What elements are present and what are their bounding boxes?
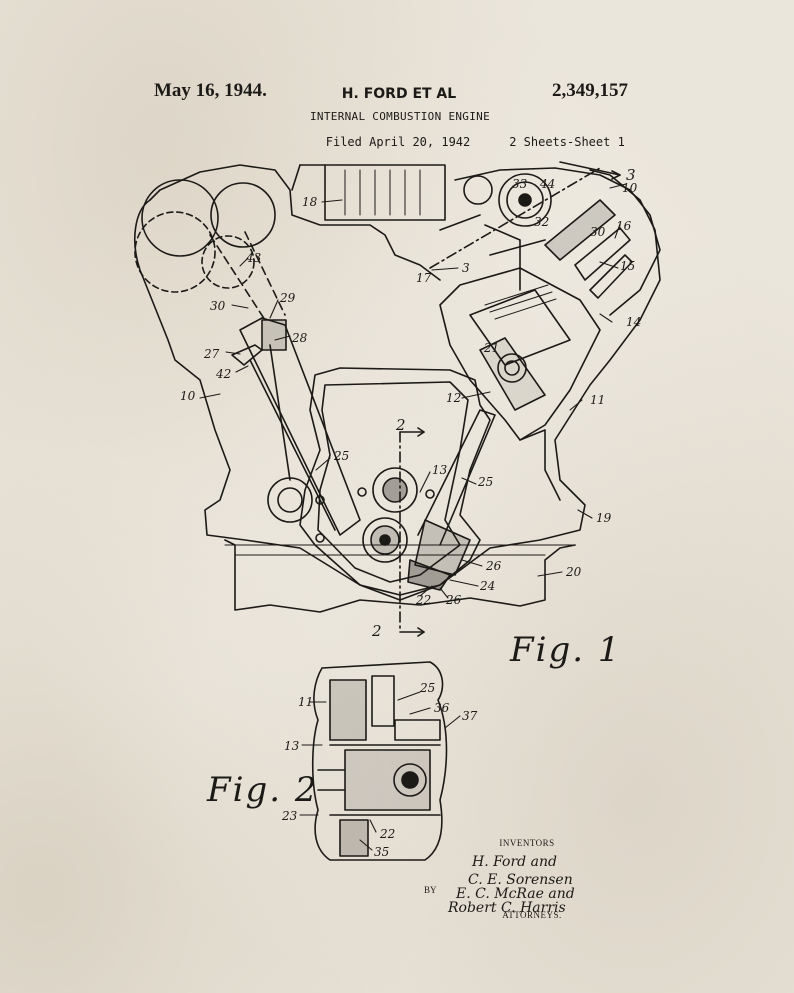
by-label: BY (424, 885, 437, 895)
ref-numeral: 28 (291, 331, 308, 345)
central-gear (267, 467, 435, 563)
fig1-numerals: 18 17 3 33 44 10 32 16 30 3 15 14 43 30 … (180, 166, 641, 640)
ref-numeral: 22 (415, 593, 431, 607)
ref-numeral: 16 (616, 219, 632, 233)
ref-numeral: 30 (210, 299, 226, 313)
patent-date: May 16, 1944. (154, 80, 267, 101)
ref-numeral: 36 (434, 701, 450, 715)
ref-numeral: 10 (180, 389, 196, 403)
ref-numeral: 32 (534, 215, 549, 229)
fig2-detail (299, 661, 461, 861)
ref-numeral: 18 (302, 195, 318, 209)
ref-numeral: 11 (298, 695, 313, 709)
ref-numeral: 37 (462, 709, 478, 723)
filed-date: Filed April 20, 1942 (325, 135, 471, 149)
ref-numeral: 43 (245, 251, 262, 265)
attorney-signature-2: Robert C. Harris (447, 900, 566, 916)
ref-numeral: 2 (395, 416, 406, 434)
ref-numeral: 24 (479, 579, 495, 593)
leader-lines (199, 183, 627, 599)
section-line-2 (399, 427, 425, 637)
ref-numeral: 19 (596, 511, 612, 525)
left-cylinder-head (134, 179, 286, 321)
ref-numeral: 2 (371, 622, 382, 640)
ref-numeral: 3 (626, 166, 636, 184)
ref-numeral: 25 (333, 449, 349, 463)
attorney-signature-1: E. C. McRae and (455, 886, 575, 902)
ref-numeral: 13 (284, 739, 300, 753)
figure-2-label: Fig. 2 (207, 770, 319, 810)
ref-numeral: 12 (446, 391, 461, 405)
ref-numeral: 13 (432, 463, 448, 477)
ref-numeral: 35 (374, 845, 389, 859)
intake-manifold (291, 164, 446, 221)
ref-numeral: 3 (462, 261, 470, 275)
ref-numeral: 25 (477, 475, 493, 489)
ref-numeral: 27 (203, 347, 220, 361)
ref-numeral: 21 (483, 341, 499, 355)
right-valve-train (439, 167, 661, 316)
ref-numeral: 26 (485, 559, 502, 573)
ref-numeral: 10 (622, 181, 638, 195)
inventor-signature-2: C. E. Sorensen (468, 872, 573, 888)
timing-cover (299, 367, 491, 596)
ref-numeral: 44 (539, 177, 555, 191)
inventor-signature-1: H. Ford and (471, 854, 557, 870)
ref-numeral: 22 (379, 827, 395, 841)
right-push-rod (407, 409, 496, 591)
inventors-label: INVENTORS (499, 838, 555, 848)
ref-numeral: 26 (445, 593, 462, 607)
ref-numeral: 30 (590, 225, 606, 239)
fig2-numerals: 11 25 36 37 13 23 22 35 (281, 681, 478, 859)
signatures: H. Ford and C. E. Sorensen E. C. McRae a… (447, 854, 575, 916)
section-line-3 (429, 161, 621, 269)
left-cylinder-bank (231, 317, 361, 536)
right-cylinder-bank (439, 267, 601, 501)
ref-numeral: 15 (620, 259, 635, 273)
ref-numeral: 33 (512, 177, 528, 191)
ref-numeral: 11 (590, 393, 605, 407)
ref-numeral: 17 (416, 271, 432, 285)
inventor-name: H. FORD ET AL (341, 86, 457, 102)
engine-block-outline (134, 164, 661, 601)
oil-pan (224, 539, 576, 613)
patent-subject: INTERNAL COMBUSTION ENGINE (310, 110, 490, 123)
figure-1-label: Fig. 1 (510, 630, 622, 670)
ref-numeral: 14 (626, 315, 641, 329)
ref-numeral: 23 (281, 809, 298, 823)
ref-numeral: 20 (565, 565, 582, 579)
attorneys-label: ATTORNEYS. (502, 910, 562, 920)
ref-numeral: 42 (215, 367, 231, 381)
sheet-count: 2 Sheets-Sheet 1 (509, 135, 625, 149)
ref-numeral: 25 (419, 681, 435, 695)
ref-numeral: 29 (279, 291, 296, 305)
patent-number: 2,349,157 (552, 80, 628, 101)
